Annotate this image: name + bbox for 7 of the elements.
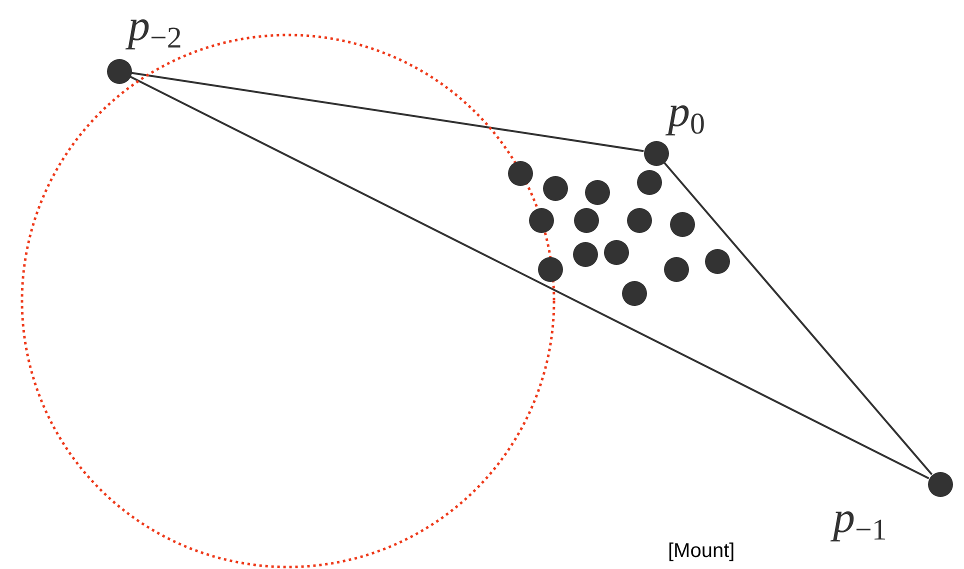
- point-label: p$_{−2}$: [128, 4, 182, 54]
- connector-line: [663, 162, 933, 476]
- connector-line: [130, 76, 930, 480]
- citation-note: [Mount]: [668, 540, 735, 563]
- point-label: p$_{−1}$: [833, 496, 887, 546]
- connector-line: [131, 72, 644, 152]
- point-label: p$_{0}$: [668, 90, 705, 140]
